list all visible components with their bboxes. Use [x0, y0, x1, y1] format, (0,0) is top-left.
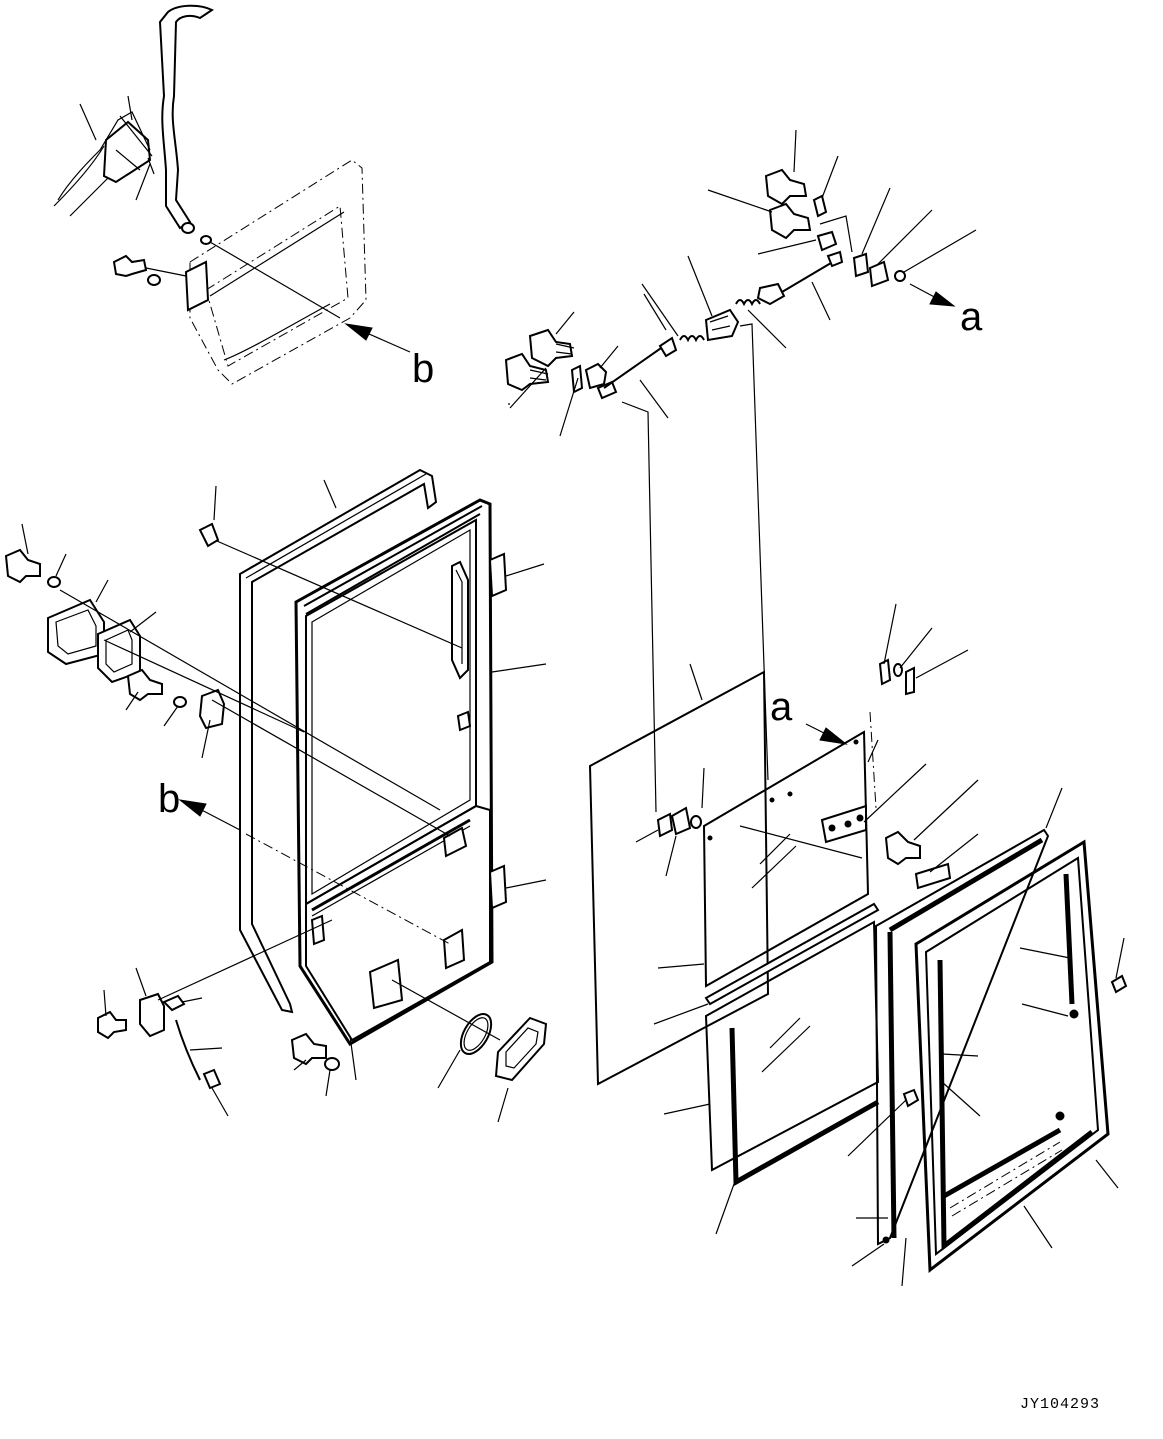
drawing-code: JY104293 [1020, 1396, 1100, 1413]
sliding-window-assembly: a [588, 603, 1128, 1287]
callout-a-top: a [960, 295, 983, 339]
door-small-parts: b [4, 523, 451, 1117]
callout-b-top: b [412, 347, 434, 391]
door-frame-assembly: b [53, 4, 434, 391]
lock-linkage-assembly: a [504, 129, 983, 813]
cab-door-assembly [198, 468, 547, 1047]
callout-b-left: b [158, 777, 180, 821]
bolt-lower-left [504, 352, 550, 392]
bolt-top-1 [764, 168, 808, 206]
handle-parts [290, 979, 548, 1123]
bolt-top-2 [768, 202, 812, 240]
callout-a-mid: a [770, 685, 793, 729]
bolt-upper-left [528, 328, 575, 368]
